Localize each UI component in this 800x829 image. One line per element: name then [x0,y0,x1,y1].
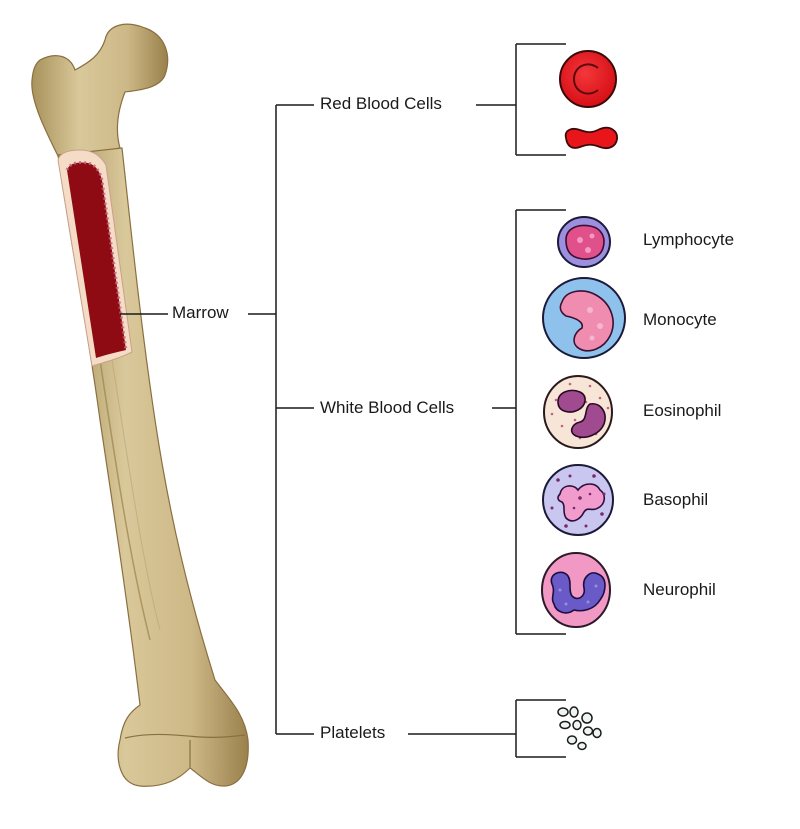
platelets-icon [557,706,602,751]
neutrophil-label: Neurophil [643,580,716,599]
red-blood-cells-label: Red Blood Cells [318,94,444,114]
eosinophil-icon [543,375,613,449]
red-blood-cells-group [559,50,618,150]
white-blood-cells-label: White Blood Cells [318,398,457,418]
marrow-label: Marrow [170,303,231,323]
platelets-label: Platelets [318,723,388,743]
neutrophil-icon [541,552,611,628]
lymphocyte-label: Lymphocyte [643,230,735,249]
monocyte-label: Monocyte [643,310,717,329]
lymphocyte-icon [557,216,611,268]
red-blood-cell-side-icon [564,126,618,150]
basophil-icon [542,464,614,536]
monocyte-icon [542,277,626,359]
femur-head [31,23,169,161]
marrow-cavity [67,162,126,358]
red-blood-cell-face-icon [559,50,617,108]
basophil-label: Basophil [643,490,709,509]
connector-lines [120,43,566,758]
eosinophil-label: Eosinophil [643,401,722,420]
femur-bone-illustration [31,23,249,787]
